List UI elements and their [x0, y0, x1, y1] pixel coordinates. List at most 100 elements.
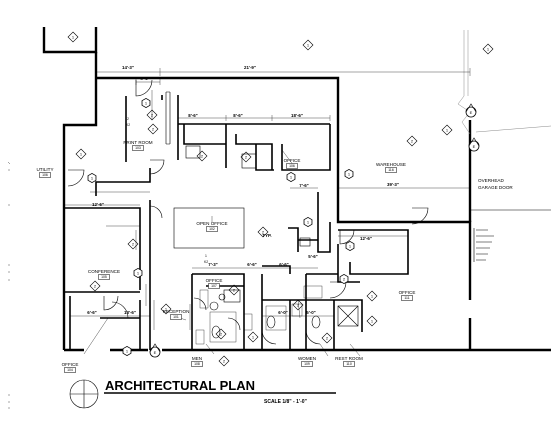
keynote-number: 2 — [152, 127, 155, 132]
dimension-label: 6'-0" — [278, 310, 287, 315]
dimension-label: 5'-6" — [308, 254, 317, 259]
keynote-tag: 1 — [441, 124, 453, 136]
drawing-scale: SCALE 1/8" - 1'-0" — [264, 399, 308, 405]
keynote-number: 2 — [223, 359, 226, 364]
door-hex-number: 1 — [91, 176, 94, 181]
door-swings — [67, 79, 429, 345]
keynote-tag: 2 — [127, 238, 139, 250]
keynote-number: 1 — [72, 35, 75, 40]
dimension-label: 7'-6" — [299, 183, 308, 188]
keynote-tag: 1 — [75, 148, 87, 160]
title-block: ARCHITECTURAL PLAN SCALE 1/8" - 1'-0" — [69, 378, 336, 409]
keynote-number: 1 — [487, 47, 490, 52]
keynote-tag: 1 — [160, 303, 172, 315]
keynote-number: 1 — [371, 294, 374, 299]
keynote-number: 2 — [326, 336, 329, 341]
keynote-number: 1 — [446, 128, 449, 133]
door-hex-tag: 1 — [345, 240, 355, 252]
door-hex-tag: 2 — [339, 273, 349, 285]
keynote-number: 1 — [371, 319, 374, 324]
room-number: 101 — [173, 315, 179, 319]
keynote-tag: 2 — [257, 226, 269, 238]
door-hex-number: 1 — [290, 175, 293, 180]
keynote-tag: 1 — [482, 43, 494, 55]
keynote-number: 2 — [297, 303, 300, 308]
room-name: OFFICE — [62, 362, 79, 367]
room-number: 102 — [209, 227, 215, 231]
dimension-label: 8'-6" — [188, 113, 197, 118]
room-name: UTILITY — [36, 167, 53, 172]
dimension-label: 8'-6" — [233, 113, 242, 118]
keynote-tag: 2 — [146, 109, 158, 121]
interior-walls — [64, 91, 409, 350]
dimension-label: 21'-9" — [244, 65, 256, 70]
door-hex-number: 1 — [307, 220, 310, 225]
room-number: 108 — [194, 362, 200, 366]
keynote-tag: 2 — [406, 135, 418, 147]
dimension-label: 14'-3" — [122, 65, 134, 70]
room-number: 116 — [388, 168, 394, 172]
note-garage-door: GARAGE DOOR — [478, 185, 513, 190]
door-hex-tag: 1 — [87, 172, 97, 184]
keynote-number: 1 — [80, 152, 83, 157]
dimension-label: 6'-6" — [247, 262, 256, 267]
keynote-number: 2 — [132, 242, 135, 247]
door-hex-tag: 1 — [122, 345, 132, 357]
room-name: WAREHOUSE — [376, 162, 406, 167]
elevation-marker-letter: E — [470, 110, 473, 115]
room-number: 109 — [304, 362, 310, 366]
room-number: 107 — [211, 284, 217, 288]
dimension-label: 5'-0" — [306, 310, 315, 315]
dimension-label: 6'-6" — [87, 310, 96, 315]
door-hex-tag: 1 — [141, 97, 151, 109]
door-hex-tag: 1 — [344, 168, 354, 180]
keynote-tag: 1 — [366, 290, 378, 302]
elevation-marker-letter: E — [473, 144, 476, 149]
room-name: MEN — [192, 356, 202, 361]
door-hex-number: 1 — [126, 349, 129, 354]
keynote-tag: 2 — [196, 150, 208, 162]
keynote-number: 2 — [245, 155, 248, 160]
door-hex-number: 1 — [137, 271, 140, 276]
room-name: OFFICE — [284, 158, 301, 163]
room-name: WOMEN — [298, 356, 316, 361]
keynote-tag: 2 — [215, 328, 227, 340]
keynote-tag: 2 — [292, 299, 304, 311]
room-number: 106 — [42, 173, 48, 177]
dimension-label: 18'-6" — [291, 113, 303, 118]
room-number: 105 — [101, 275, 107, 279]
dimension-label: 39'-3" — [387, 182, 399, 187]
door-hex-number: 1 — [348, 172, 351, 177]
keynote-number: 2 — [94, 284, 97, 289]
keynote-tag: 2 — [321, 332, 333, 344]
door-hex-number: 1 — [145, 101, 148, 106]
elevation-marker-icon: E — [465, 103, 477, 118]
room-number: 103 — [135, 146, 141, 150]
dimension-label: 12'-6" — [92, 202, 104, 207]
keynote-tag: 2 — [228, 284, 240, 296]
dimension-lines — [64, 68, 471, 330]
keynote-tag: 2 — [89, 280, 101, 292]
elevation-marker-icon: E — [468, 137, 480, 152]
dimension-label: 6'-6" — [279, 262, 288, 267]
door-hex-number: 2 — [343, 277, 346, 282]
keynote-tag: 2 — [240, 151, 252, 163]
keynote-number: 2 — [201, 154, 204, 159]
svg-text:K2: K2 — [126, 123, 130, 127]
room-name: CONFERENCE — [88, 269, 120, 274]
elevation-marker-letter: E — [154, 350, 157, 355]
keynote-tag: 1 — [302, 39, 314, 51]
dimension-label: 7'-3" — [208, 262, 217, 267]
keynote-tag: 2 — [218, 355, 230, 367]
dimension-label: 4'-3" — [140, 76, 149, 81]
open-office-table — [173, 207, 245, 249]
drawing-title: ARCHITECTURAL PLAN — [105, 378, 255, 393]
room-number: 106 — [289, 164, 295, 168]
